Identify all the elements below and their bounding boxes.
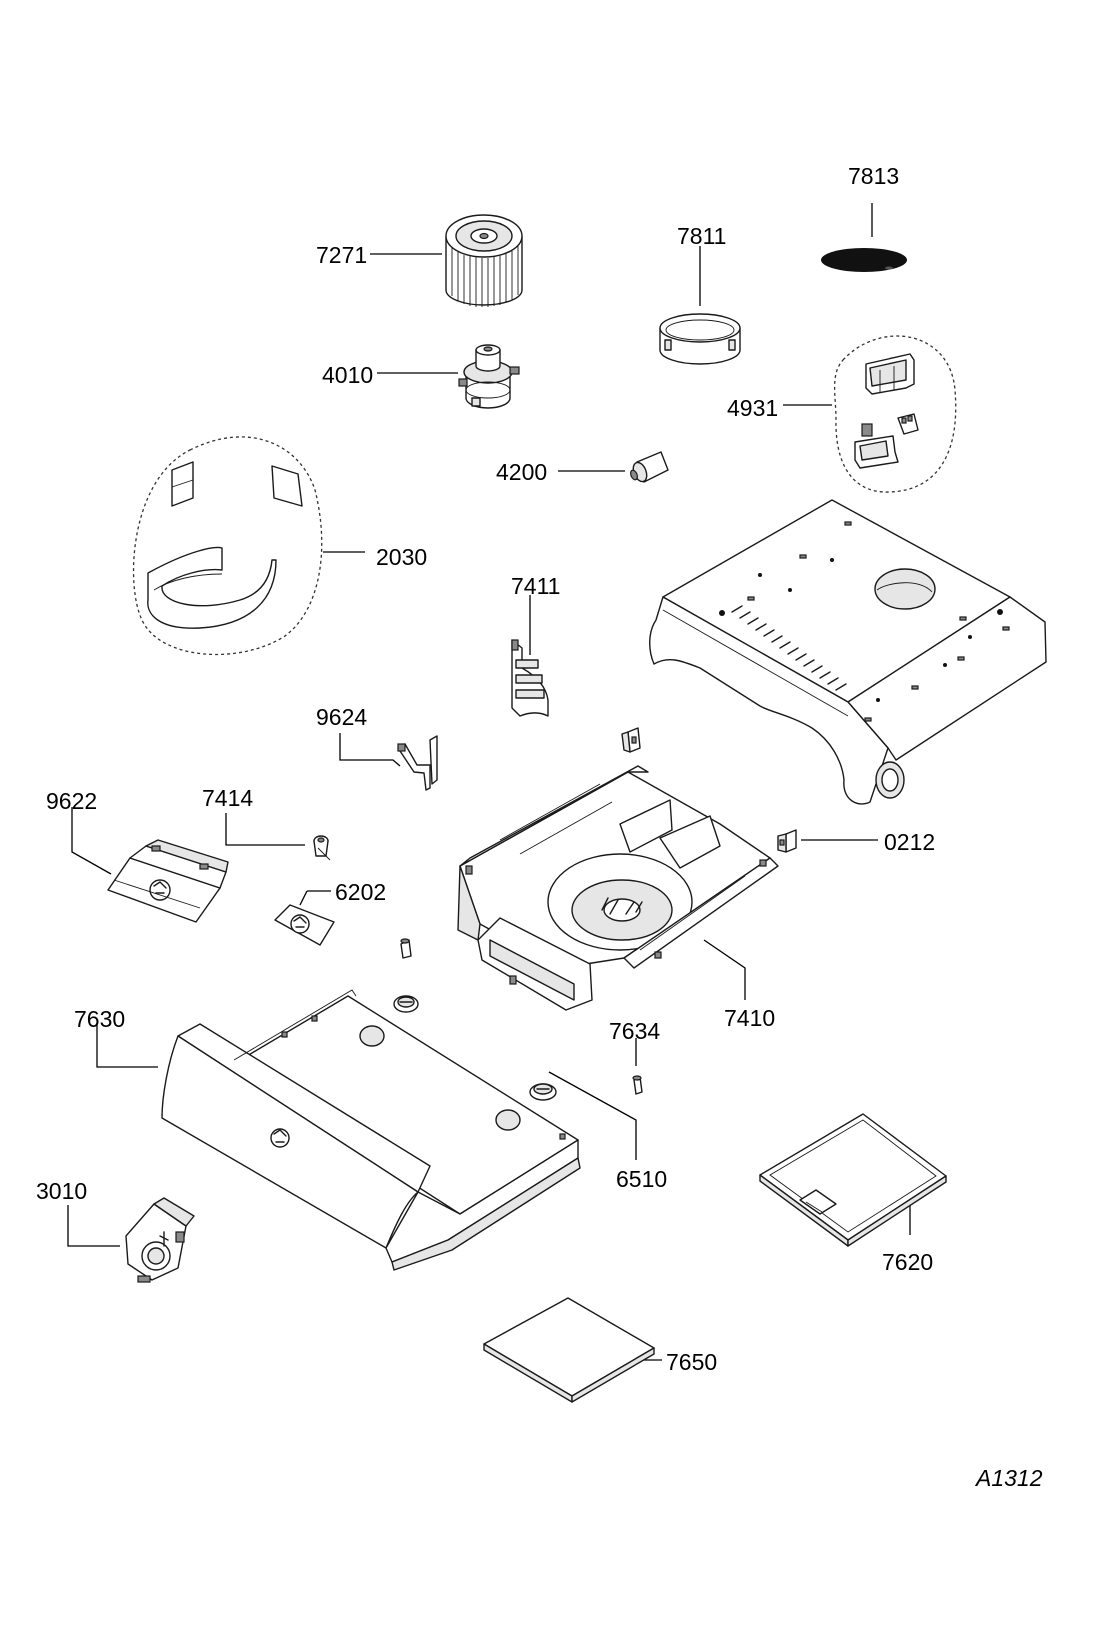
- part-7811-collar: [659, 313, 741, 365]
- drawing-code: A1312: [976, 1465, 1043, 1491]
- part-number-7650: 7650: [666, 1349, 718, 1375]
- part-7634-screw: [632, 1075, 643, 1095]
- part-7271-impeller: [445, 214, 523, 307]
- part-7650-carbon-filter: [483, 1297, 655, 1403]
- part-number-9624: 9624: [316, 704, 368, 730]
- part-number-7620: 7620: [882, 1249, 934, 1275]
- part-4931-terminal-group: [833, 335, 957, 493]
- part-number-0212: 0212: [884, 829, 936, 855]
- part-6202-plate: [274, 904, 335, 946]
- part-screw: [400, 938, 412, 959]
- part-number-6510: 6510: [616, 1166, 668, 1192]
- part-number-7411: 7411: [511, 573, 561, 599]
- part-hood-housing: [649, 499, 1047, 805]
- part-7410-fan-housing: [457, 765, 779, 1011]
- part-6510-knob: [529, 1083, 557, 1101]
- part-9624-clip: [397, 735, 438, 791]
- part-number-7634: 7634: [609, 1018, 661, 1044]
- part-number-6202: 6202: [335, 879, 387, 905]
- part-number-3010: 3010: [36, 1178, 88, 1204]
- part-number-4200: 4200: [496, 459, 548, 485]
- part-number-7630: 7630: [74, 1006, 126, 1032]
- leader-lines: [67, 203, 911, 1361]
- part-number-7414: 7414: [202, 785, 254, 811]
- part-7813-disc: [821, 248, 907, 272]
- part-number-7811: 7811: [677, 223, 727, 249]
- part-number-9622: 9622: [46, 788, 98, 814]
- part-7414-knob: [313, 835, 331, 861]
- part-2030-seal-group: [132, 436, 323, 656]
- part-0212-connector: [777, 829, 797, 853]
- part-7630-front-panel: [161, 989, 581, 1271]
- part-7620-grease-filter: [759, 1113, 947, 1247]
- part-knob-upper: [393, 995, 419, 1013]
- part-3010-switch: [125, 1197, 195, 1283]
- part-7411-bracket: [511, 639, 549, 717]
- part-connector-small: [621, 727, 641, 753]
- part-number-7813: 7813: [848, 163, 900, 189]
- part-number-2030: 2030: [376, 544, 428, 570]
- part-number-7271: 7271: [316, 242, 368, 268]
- part-number-4010: 4010: [322, 362, 374, 388]
- part-number-4931: 4931: [727, 395, 779, 421]
- part-4010-motor: [458, 344, 520, 409]
- part-4200-capacitor: [630, 451, 669, 483]
- part-number-7410: 7410: [724, 1005, 776, 1031]
- part-9622-switch-panel: [107, 839, 229, 923]
